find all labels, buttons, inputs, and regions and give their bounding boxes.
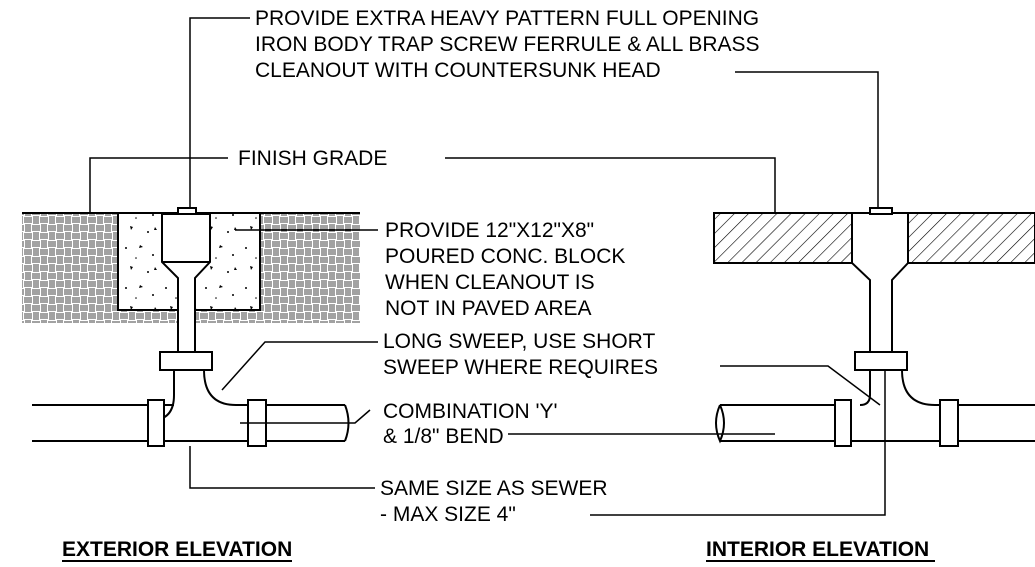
interior-elevation [713, 207, 1035, 447]
coupling [147, 399, 165, 447]
note-extra-heavy-line: PROVIDE EXTRA HEAVY PATTERN FULL OPENING [255, 7, 759, 30]
leaders [89, 17, 886, 516]
interior-plug [869, 207, 893, 215]
cleanout-plug [177, 207, 197, 215]
note-combination-line: & 1/8" BEND [383, 425, 504, 448]
interior-cleanout-body [851, 212, 909, 353]
note-block-line: WHEN CLEANOUT IS [385, 271, 595, 294]
titles: EXTERIOR ELEVATION INTERIOR ELEVATION [62, 538, 935, 562]
note-finish-grade: FINISH GRADE [238, 147, 387, 170]
interior-elevation-title: INTERIOR ELEVATION [706, 538, 929, 561]
note-long-sweep-line: SWEEP WHERE REQUIRES [383, 356, 658, 379]
exterior-elevation [22, 207, 360, 447]
note-extra-heavy-line: CLEANOUT WITH COUNTERSUNK HEAD [255, 59, 661, 82]
exterior-elevation-title: EXTERIOR ELEVATION [62, 538, 292, 561]
note-long-sweep-line: LONG SWEEP, USE SHORT [383, 330, 655, 353]
pipe-break-start [715, 404, 725, 444]
note-combination-line: COMBINATION 'Y' [383, 400, 557, 423]
note-same-size-line: SAME SIZE AS SEWER [380, 477, 608, 500]
notes: PROVIDE EXTRA HEAVY PATTERN FULL OPENING… [238, 7, 760, 526]
note-block-line: PROVIDE 12"X12"X8" [385, 219, 594, 242]
note-same-size-line: - MAX SIZE 4" [380, 503, 516, 526]
note-block-line: NOT IN PAVED AREA [385, 297, 592, 320]
interior-hub [854, 351, 908, 371]
note-extra-heavy-line: IRON BODY TRAP SCREW FERRULE & ALL BRASS [255, 33, 760, 56]
exterior-hub [159, 351, 213, 371]
sweep [151, 369, 250, 421]
note-block-line: POURED CONC. BLOCK [385, 245, 625, 268]
